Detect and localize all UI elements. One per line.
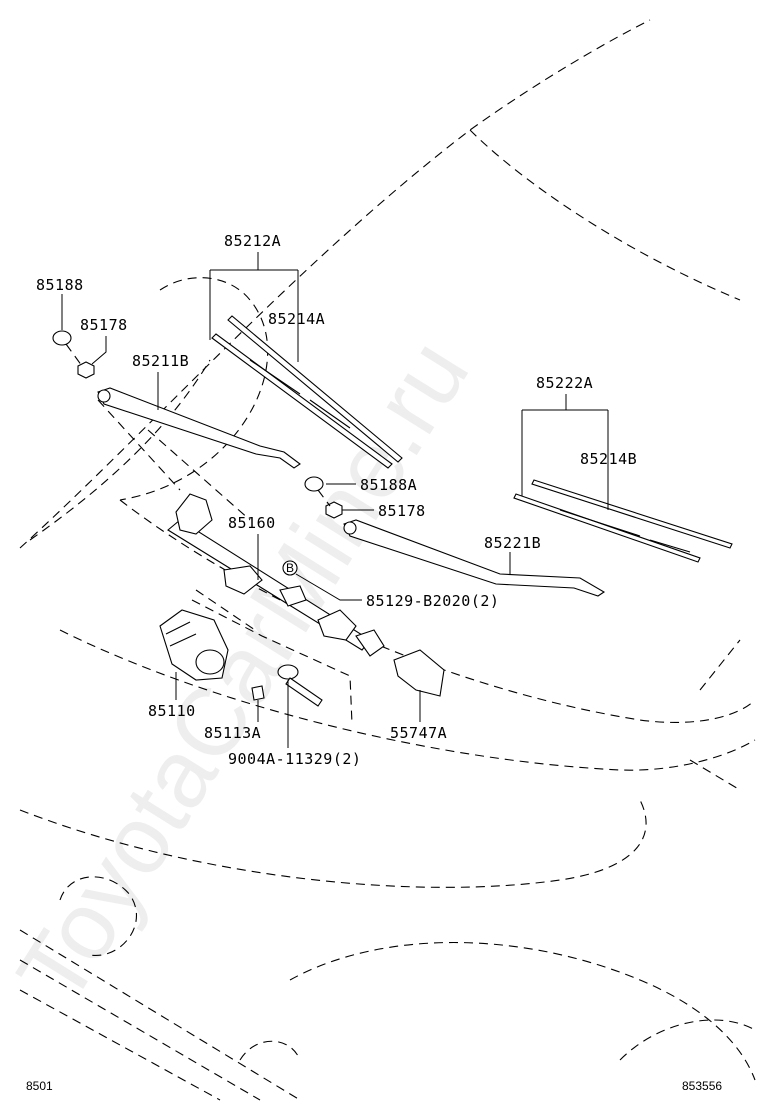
callout-marker-b-label: B: [286, 561, 294, 575]
vehicle-body-outline: [19, 19, 756, 1101]
part-label-9004a: 9004A-11329(2): [228, 750, 361, 768]
wiper-link-assembly: [167, 493, 385, 657]
part-label-85212a: 85212A: [224, 232, 281, 250]
part-label-85113a: 85113A: [204, 724, 261, 742]
part-label-85221b: 85221B: [484, 534, 541, 552]
wiper-motor: [159, 609, 229, 681]
part-labels: 85212A 85214A 85188 85178 85211B 85188A …: [36, 232, 637, 768]
pivot-caps-and-nuts: [52, 330, 343, 519]
part-label-85160: 85160: [228, 514, 276, 532]
cowl-bracket: [393, 649, 445, 697]
wiper-blade-right: [513, 479, 733, 563]
wiper-blade-left: [211, 315, 403, 469]
footer-left-code: 8501: [26, 1079, 53, 1093]
part-label-85222a: 85222A: [536, 374, 593, 392]
part-label-85129: 85129-B2020(2): [366, 592, 499, 610]
part-label-85214a: 85214A: [268, 310, 325, 328]
wiper-arm-right: [343, 519, 606, 597]
part-label-85211b: 85211B: [132, 352, 189, 370]
part-label-85188a: 85188A: [360, 476, 417, 494]
part-label-55747a: 55747A: [390, 724, 447, 742]
leader-lines: [61, 252, 609, 748]
bolt: [277, 664, 323, 707]
part-label-85178-right: 85178: [378, 502, 426, 520]
grommet: [251, 685, 265, 701]
footer-right-code: 853556: [682, 1079, 722, 1093]
callout-marker-b: B: [282, 560, 298, 576]
part-label-85110: 85110: [148, 702, 196, 720]
assembly-guide-lines: [65, 343, 353, 725]
part-label-85214b: 85214B: [580, 450, 637, 468]
part-label-85178: 85178: [80, 316, 128, 334]
part-label-85188: 85188: [36, 276, 84, 294]
wiper-arm-left: [97, 387, 301, 469]
